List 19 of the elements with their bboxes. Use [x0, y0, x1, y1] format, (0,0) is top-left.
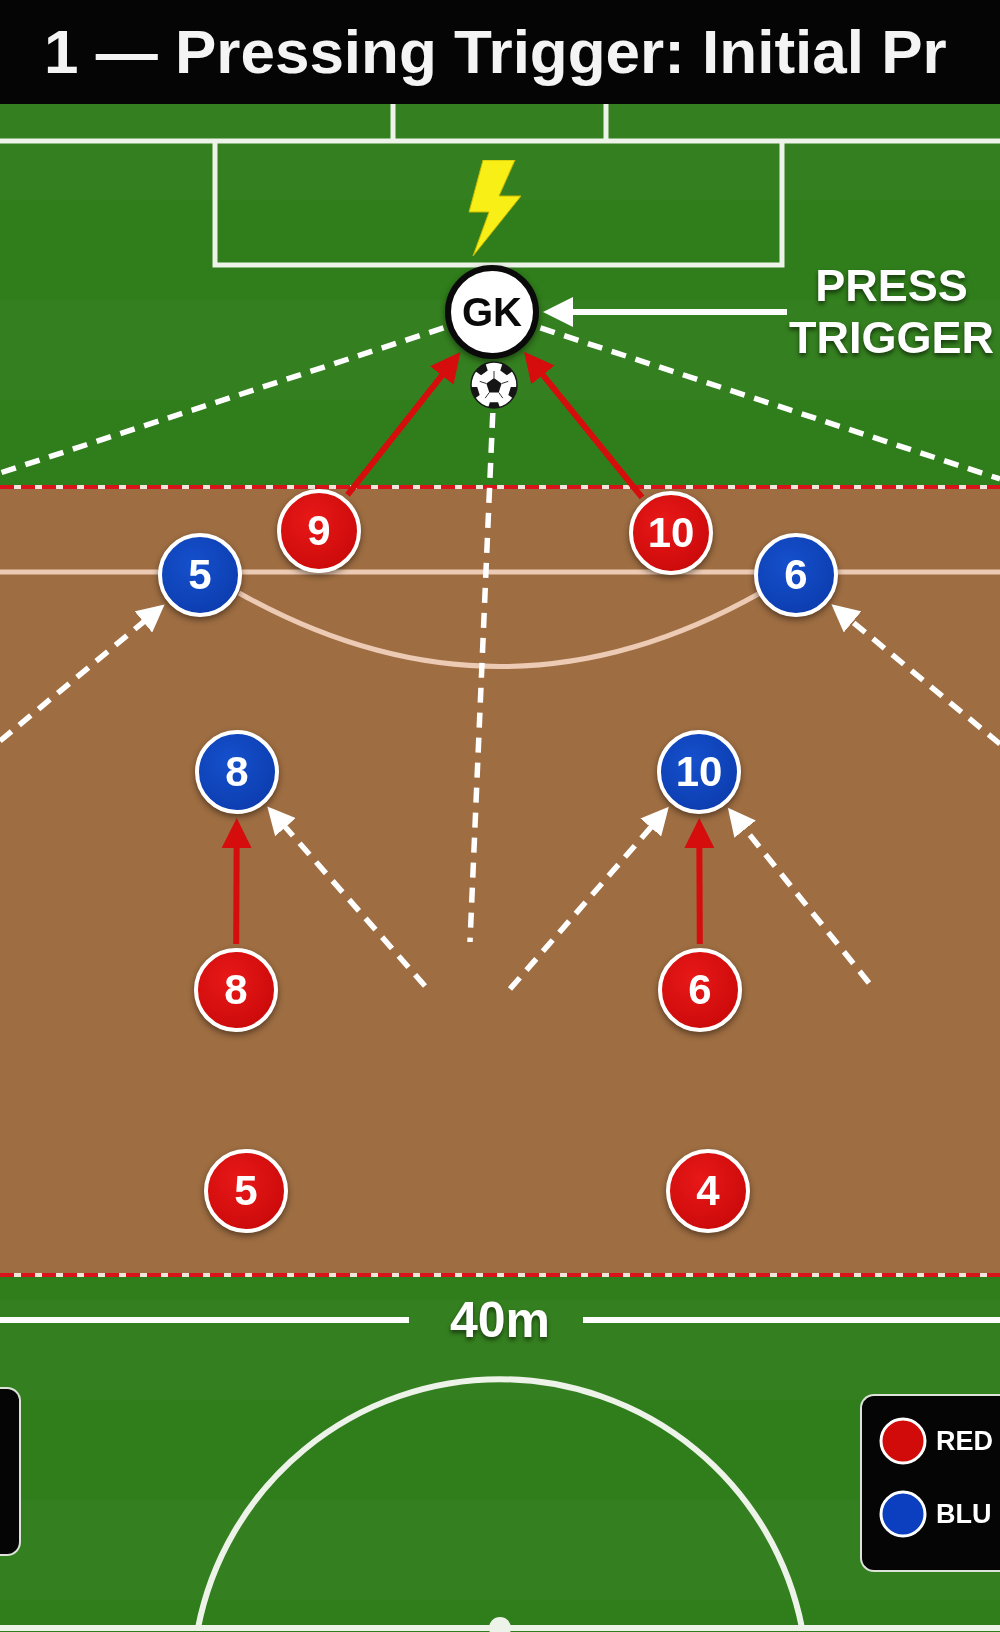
dashed-arrow: [0, 604, 165, 744]
arrow: [524, 351, 645, 500]
legend-label: BLU: [936, 1498, 992, 1531]
dashed-arrow: [727, 807, 872, 985]
arrow: [345, 352, 461, 497]
dashed-arrow: [507, 806, 669, 991]
dashed-line: [467, 412, 496, 943]
ball-icon: [470, 361, 518, 409]
arrow: [543, 297, 787, 327]
dashed-arrow: [267, 806, 428, 988]
arrow: [684, 818, 715, 944]
callout-label: PRESS TRIGGER: [783, 258, 1000, 366]
dashed-line: [539, 325, 1000, 482]
legend-label: RED: [936, 1425, 993, 1458]
dashed-arrow: [831, 604, 1000, 747]
dimension-label: 40m: [448, 1291, 552, 1350]
title: 1 — Pressing Trigger: Initial Pr: [44, 16, 947, 88]
arrow: [221, 818, 252, 944]
dashed-line: [0, 325, 445, 476]
